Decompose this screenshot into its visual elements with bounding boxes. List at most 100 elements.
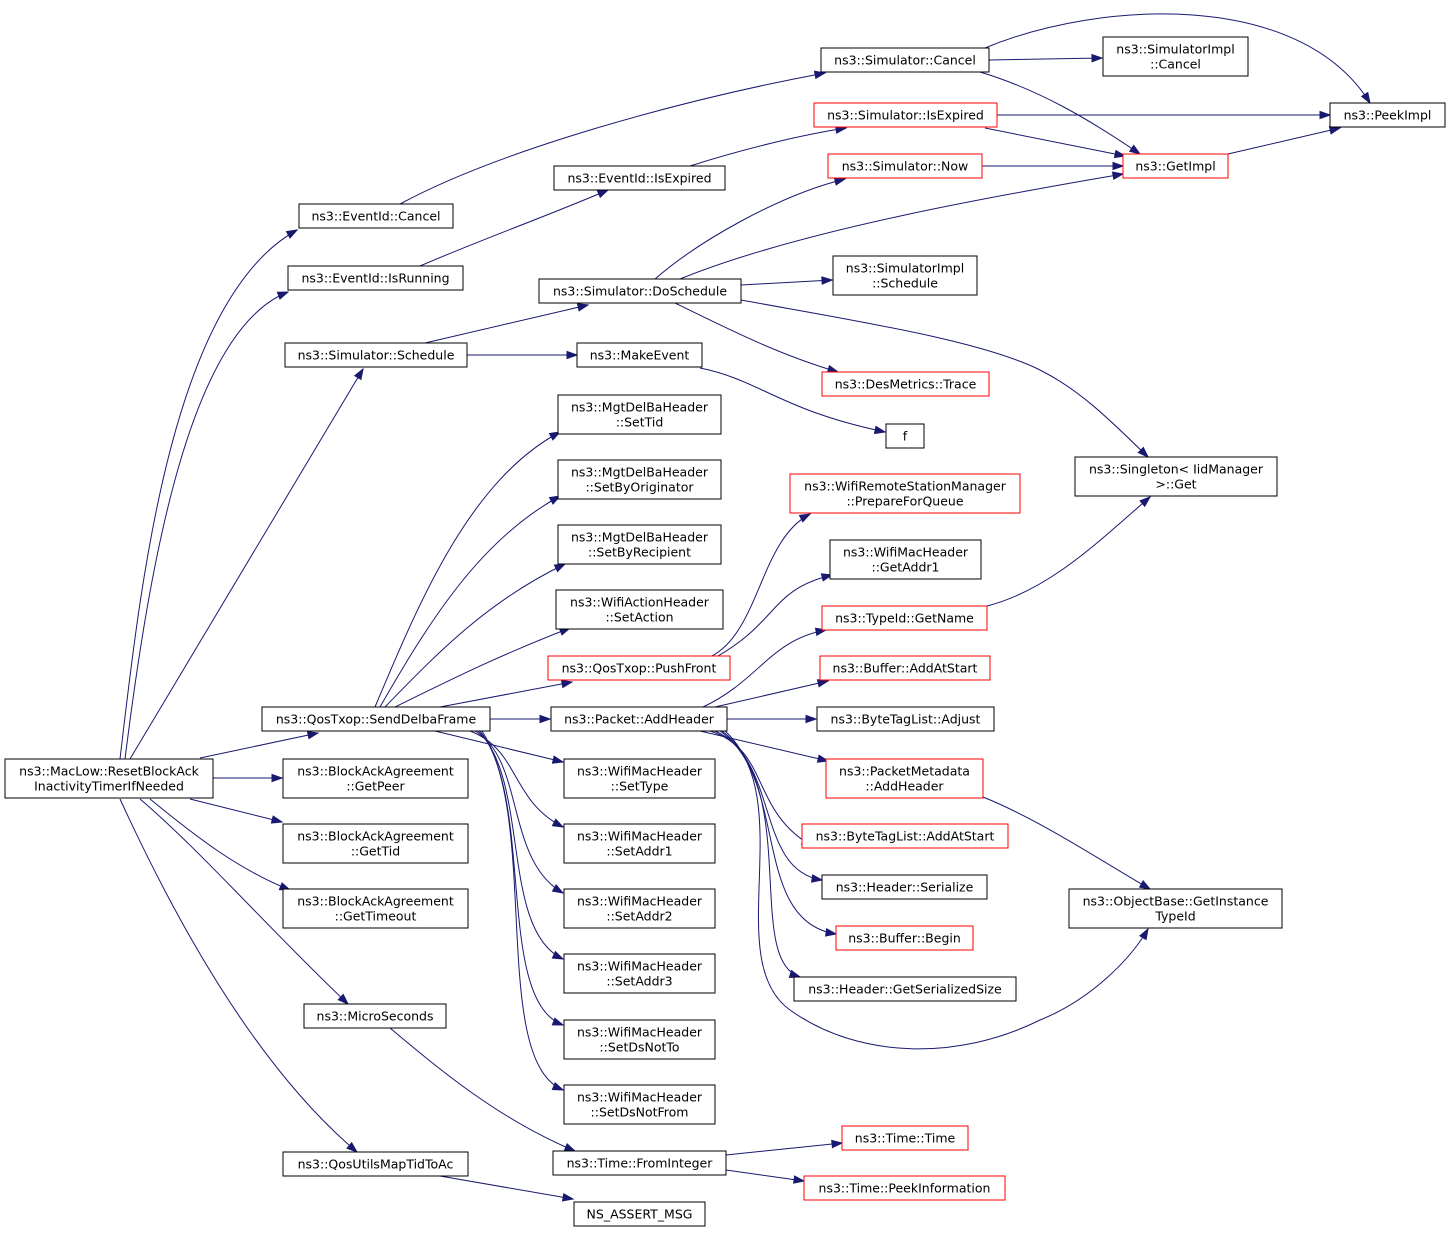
edge-line [984, 127, 1126, 157]
edge-qostxop_senddelba-to-qostxop_pushfront [439, 679, 574, 708]
node-wifimac-setdsnotto[interactable]: ns3::WifiMacHeader::SetDsNotTo [563, 1019, 716, 1060]
edge-qostxop_senddelba-to-packet_addheader [490, 714, 552, 724]
node-bytetaglist-adjust[interactable]: ns3::ByteTagList::Adjust [816, 706, 995, 732]
node-sim-isexpired[interactable]: ns3::Simulator::IsExpired [813, 102, 998, 128]
node-eventid-isexpired[interactable]: ns3::EventId::IsExpired [553, 165, 726, 191]
node-box [1074, 456, 1278, 497]
edge-line [699, 730, 829, 762]
node-sim-cancel[interactable]: ns3::Simulator::Cancel [820, 47, 990, 73]
edge-arrowhead [1113, 149, 1127, 159]
edge-arrowhead [833, 177, 847, 186]
node-qostxop-senddelba[interactable]: ns3::QosTxop::SendDelbaFrame [261, 706, 491, 732]
node-packet-addheader[interactable]: ns3::Packet::AddHeader [550, 706, 728, 732]
edge-arrowhead [1111, 171, 1125, 181]
node-box [793, 976, 1017, 1002]
node-label: ::Schedule [872, 276, 938, 291]
edge-line [679, 173, 1124, 280]
edge-line [986, 496, 1151, 607]
edge-arrowhead [788, 969, 802, 979]
node-time-peekinfo[interactable]: ns3::Time::PeekInformation [803, 1175, 1006, 1201]
node-bytetaglist-addatstart[interactable]: ns3::ByteTagList::AddAtStart [801, 823, 1009, 849]
node-wifimac-getaddr1[interactable]: ns3::WifiMacHeader::GetAddr1 [829, 539, 982, 580]
node-label: ::SetTid [616, 415, 664, 430]
node-makeevent[interactable]: ns3::MakeEvent [576, 342, 703, 368]
edge-arrowhead [793, 1175, 806, 1184]
node-label: NS_ASSERT_MSG [587, 1207, 693, 1222]
edge-arrowhead [270, 815, 284, 824]
edge-line [379, 495, 561, 708]
edge-line [419, 189, 609, 267]
node-box [1329, 102, 1446, 128]
node-label: ::GetAddr1 [872, 560, 940, 575]
edge-sim_doschedule-to-desmetrics_trace [674, 302, 840, 374]
node-pktmeta-addheader[interactable]: ns3::PacketMetadata::AddHeader [825, 758, 984, 799]
edge-line [674, 302, 839, 373]
edge-arrowhead [353, 367, 364, 381]
node-sim-schedule[interactable]: ns3::Simulator::Schedule [284, 342, 468, 368]
edge-arrowhead [813, 70, 827, 80]
node-label: ns3::Buffer::Begin [848, 931, 961, 946]
node-box [821, 605, 988, 631]
edge-line [654, 178, 846, 280]
node-header-getsersize[interactable]: ns3::Header::GetSerializedSize [793, 976, 1017, 1002]
node-sim-doschedule[interactable]: ns3::Simulator::DoSchedule [538, 278, 742, 304]
node-baa-gettid[interactable]: ns3::BlockAckAgreement::GetTid [282, 823, 469, 864]
node-buffer-addatstart[interactable]: ns3::Buffer::AddAtStart [819, 655, 991, 681]
node-wifimac-setaddr3[interactable]: ns3::WifiMacHeader::SetAddr3 [563, 953, 716, 994]
node-time-frominteger[interactable]: ns3::Time::FromInteger [552, 1150, 727, 1176]
node-box [827, 153, 983, 179]
edge-packet_addheader-to-buffer_begin [719, 730, 838, 937]
edge-arrowhead [539, 714, 552, 724]
node-root[interactable]: ns3::MacLow::ResetBlockAckInactivityTime… [4, 758, 214, 799]
node-label: ns3::Simulator::DoSchedule [553, 284, 727, 299]
node-time-time[interactable]: ns3::Time::Time [841, 1125, 969, 1151]
node-simimpl-schedule[interactable]: ns3::SimulatorImpl::Schedule [832, 255, 978, 296]
node-baa-gettimeout[interactable]: ns3::BlockAckAgreement::GetTimeout [282, 888, 469, 929]
node-label: ::SetDsNotFrom [591, 1105, 689, 1120]
node-label: ns3::WifiMacHeader [577, 764, 703, 779]
node-eventid-isrunning[interactable]: ns3::EventId::IsRunning [287, 265, 464, 291]
node-label: ::SetAddr1 [606, 844, 672, 859]
node-delba-setbyorig[interactable]: ns3::MgtDelBaHeader::SetByOriginator [557, 459, 722, 500]
node-label: TypeId [1154, 909, 1195, 924]
node-buffer-begin[interactable]: ns3::Buffer::Begin [835, 925, 974, 951]
node-desmetrics-trace[interactable]: ns3::DesMetrics::Trace [821, 371, 990, 397]
edge-sim_isexpired-to-peekimpl [997, 110, 1332, 120]
node-wifiaction-setaction[interactable]: ns3::WifiActionHeader::SetAction [555, 589, 724, 630]
node-qostxop-pushfront[interactable]: ns3::QosTxop::PushFront [547, 655, 731, 681]
node-wifimac-setdsnotfrom[interactable]: ns3::WifiMacHeader::SetDsNotFrom [563, 1084, 716, 1125]
node-label: ns3::MacLow::ResetBlockAck [19, 764, 199, 779]
node-wrsm-prepare[interactable]: ns3::WifiRemoteStationManager::PrepareFo… [789, 473, 1021, 514]
node-getimpl[interactable]: ns3::GetImpl [1122, 153, 1229, 179]
node-microseconds[interactable]: ns3::MicroSeconds [303, 1003, 447, 1029]
node-box [825, 758, 984, 799]
node-typeid-getname[interactable]: ns3::TypeId::GetName [821, 605, 988, 631]
edge-arrowhead [548, 431, 562, 441]
node-box [563, 1084, 716, 1125]
node-box [284, 342, 468, 368]
node-sim-now[interactable]: ns3::Simulator::Now [827, 153, 983, 179]
node-peekimpl[interactable]: ns3::PeekImpl [1329, 102, 1446, 128]
node-header-serialize[interactable]: ns3::Header::Serialize [821, 874, 988, 900]
node-delba-settid[interactable]: ns3::MgtDelBaHeader::SetTid [557, 394, 722, 435]
edge-line [709, 730, 813, 847]
node-qosutils-map[interactable]: ns3::QosUtilsMapTidToAc [282, 1151, 469, 1177]
node-box [282, 758, 469, 799]
edge-packet_addheader-to-bytetaglist_adjust [727, 714, 818, 724]
node-wifimac-settype[interactable]: ns3::WifiMacHeader::SetType [563, 758, 716, 799]
node-ns-assert-msg[interactable]: NS_ASSERT_MSG [573, 1201, 706, 1227]
node-f[interactable]: f [885, 423, 925, 449]
node-wifimac-setaddr1[interactable]: ns3::WifiMacHeader::SetAddr1 [563, 823, 716, 864]
edge-arrowhead [551, 1082, 565, 1091]
node-baa-getpeer[interactable]: ns3::BlockAckAgreement::GetPeer [282, 758, 469, 799]
node-singleton-get[interactable]: ns3::Singleton< IidManager >::Get [1074, 456, 1278, 497]
node-label: ns3::EventId::Cancel [311, 209, 440, 224]
node-eventid-cancel[interactable]: ns3::EventId::Cancel [298, 203, 454, 229]
edges-layer [119, 13, 1371, 1202]
node-wifimac-setaddr2[interactable]: ns3::WifiMacHeader::SetAddr2 [563, 888, 716, 929]
edge-line [439, 681, 573, 708]
node-delba-setbyrecip[interactable]: ns3::MgtDelBaHeader::SetByRecipient [557, 524, 722, 565]
edge-arrowhead [824, 928, 838, 937]
node-simimpl-cancel[interactable]: ns3::SimulatorImpl::Cancel [1102, 36, 1249, 77]
